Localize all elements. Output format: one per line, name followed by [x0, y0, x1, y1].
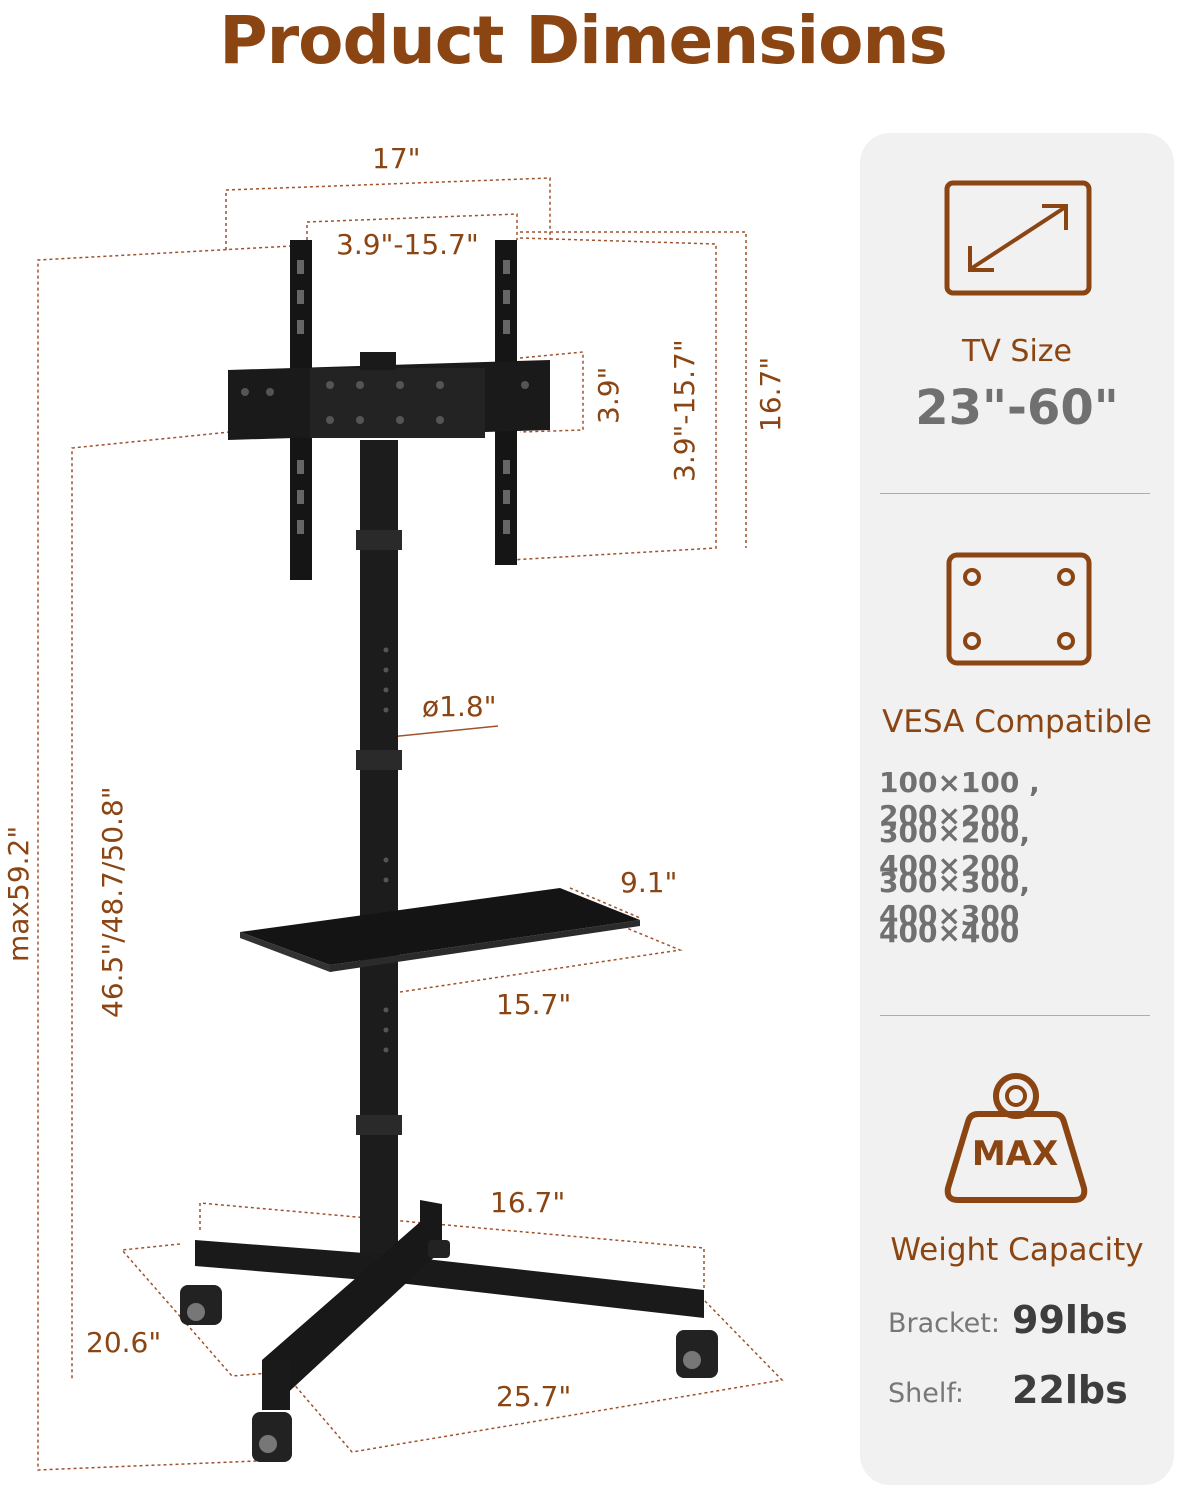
bracket-label: Bracket:	[888, 1308, 1000, 1339]
divider-2	[880, 1015, 1150, 1016]
shelf-label: Shelf:	[888, 1378, 965, 1409]
dim-bracket-height: 3.9"	[592, 366, 625, 424]
tv-size-label: TV Size	[962, 334, 1072, 369]
shelf-value: 22lbs	[1012, 1368, 1128, 1412]
weight-label: Weight Capacity	[890, 1232, 1144, 1268]
page-title: Product Dimensions	[219, 2, 948, 79]
vesa-plate-icon	[946, 552, 1092, 666]
vesa-line-2: 300×200, 400×200	[879, 816, 1030, 882]
diagonal-size-icon	[944, 180, 1092, 296]
dim-max-height: max59.2"	[2, 825, 35, 962]
dim-shelf-width: 15.7"	[496, 988, 572, 1021]
spec-panel	[860, 133, 1174, 1485]
dim-vesa-horizontal: 3.9"-15.7"	[336, 228, 479, 261]
dim-vesa-vertical: 3.9"-15.7"	[668, 339, 701, 482]
vesa-label: VESA Compatible	[882, 704, 1152, 740]
dim-shelf-depth: 9.1"	[620, 866, 678, 899]
tv-size-value: 23"-60"	[915, 380, 1119, 436]
vesa-line-4: 400×400	[879, 916, 1020, 949]
max-badge: MAX	[971, 1134, 1059, 1174]
tv-stand-illustration	[37, 177, 784, 1471]
dim-pole-diameter: ø1.8"	[422, 690, 497, 723]
dim-base-depth: 20.6"	[86, 1326, 162, 1359]
dim-base-length: 25.7"	[496, 1380, 572, 1413]
bracket-value: 99lbs	[1012, 1298, 1128, 1342]
vesa-line-3: 300×300, 400×300	[879, 866, 1030, 932]
weight-icon	[944, 1073, 1088, 1203]
dim-plate-height: 16.7"	[754, 356, 787, 432]
vesa-line-1: 100×100 , 200×200	[879, 766, 1040, 832]
dim-top-width: 17"	[372, 142, 421, 175]
divider-1	[880, 493, 1150, 494]
dim-base-width: 16.7"	[490, 1186, 566, 1219]
dim-adjust-height: 46.5"/48.7/50.8"	[96, 786, 129, 1018]
